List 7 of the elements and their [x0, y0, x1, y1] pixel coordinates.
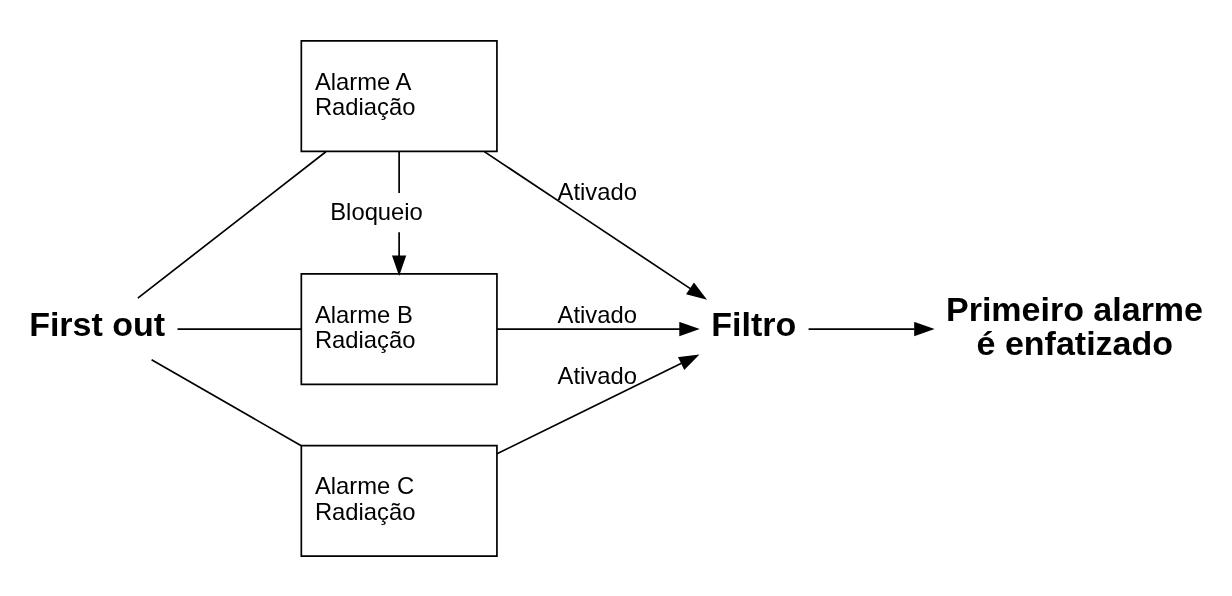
- node-text: First out: [29, 304, 166, 343]
- node-text: Filtro: [711, 304, 797, 343]
- edge-label: Ativado: [557, 300, 637, 328]
- edge-label: Bloqueio: [330, 197, 423, 225]
- edge-label: Ativado: [557, 361, 637, 389]
- edge-label: Ativado: [557, 177, 637, 205]
- node-text: Primeiro alarme é enfatizado: [945, 289, 1204, 362]
